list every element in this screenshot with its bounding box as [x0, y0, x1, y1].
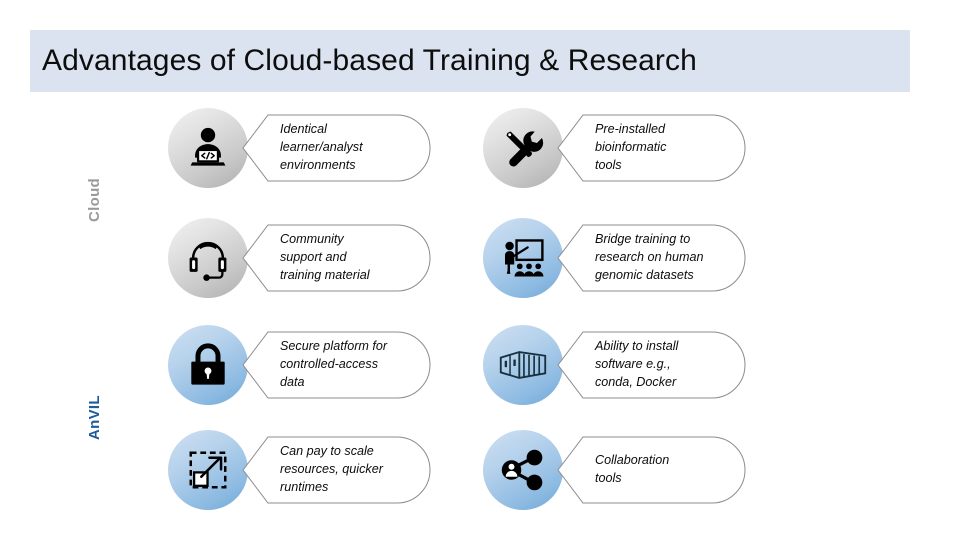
callout-line: Pre-installed	[595, 122, 665, 137]
callout-bubble-shape	[242, 436, 431, 504]
callout-line: conda, Docker	[595, 374, 677, 389]
callout-line: resources, quicker	[280, 462, 383, 477]
share-network-collaboration-icon	[501, 449, 543, 491]
callout-line: support and	[280, 250, 347, 265]
icon-circle-collaboration-tools	[483, 430, 563, 510]
callout-line: tools	[595, 471, 622, 485]
callout-secure-platform: Secure platform for controlled-access da…	[242, 328, 434, 402]
callout-pay-to-scale: Can pay to scale resources, quicker runt…	[242, 433, 434, 507]
icon-circle-install-software	[483, 325, 563, 405]
callout-line: tools	[595, 157, 622, 172]
callout-text-secure-platform: Secure platform for controlled-access da…	[280, 328, 426, 402]
callout-line: training material	[280, 267, 370, 282]
callout-line: learner/analyst	[280, 140, 363, 155]
callout-line: Bridge training to	[595, 232, 691, 247]
callout-text-bridge-training-research: Bridge training to research on human gen…	[595, 221, 741, 295]
callout-line: Community	[280, 232, 344, 247]
callout-bubble-shape	[557, 436, 746, 504]
callout-pre-installed-tools: Pre-installed bioinformatic tools	[557, 111, 749, 185]
wrench-screwdriver-tools-icon	[506, 131, 544, 167]
callout-line: Identical	[280, 122, 327, 137]
callout-line: Can pay to scale	[280, 444, 374, 459]
slide-title-banner: Advantages of Cloud-based Training & Res…	[30, 30, 910, 92]
callout-bubble-shape	[242, 331, 431, 399]
callout-text-collaboration-tools: Collaboration tools	[595, 433, 741, 507]
callout-bubble-shape	[242, 224, 431, 292]
callout-line: runtimes	[280, 479, 329, 494]
callout-line: data	[280, 374, 305, 389]
padlock-icon	[191, 343, 225, 385]
callout-line: Ability to install	[595, 339, 679, 354]
callout-text-install-software: Ability to install software e.g., conda,…	[595, 328, 741, 402]
callout-bridge-training-research: Bridge training to research on human gen…	[557, 221, 749, 295]
callout-identical-environments: Identical learner/analyst environments	[242, 111, 434, 185]
callout-line: genomic datasets	[595, 267, 694, 282]
callout-text-pay-to-scale: Can pay to scale resources, quicker runt…	[280, 433, 426, 507]
icon-circle-community-support	[168, 218, 248, 298]
callout-bubble-shape	[557, 114, 746, 182]
icon-circle-bridge-training-research	[483, 218, 563, 298]
callout-bubble-shape	[557, 331, 746, 399]
icon-circle-secure-platform	[168, 325, 248, 405]
shipping-container-icon	[499, 351, 547, 379]
callout-line: bioinformatic	[595, 140, 667, 155]
callout-line: Secure platform for	[280, 339, 388, 354]
callout-bubble-shape	[557, 224, 746, 292]
scale-resize-arrow-icon	[189, 451, 227, 489]
headset-support-icon	[189, 241, 227, 281]
callout-line: research on human	[595, 250, 704, 265]
callout-text-community-support: Community support and training material	[280, 221, 426, 295]
page-title: Advantages of Cloud-based Training & Res…	[42, 44, 697, 77]
callout-text-identical-environments: Identical learner/analyst environments	[280, 111, 426, 185]
callout-bubble-shape	[242, 114, 431, 182]
callout-text-pre-installed-tools: Pre-installed bioinformatic tools	[595, 111, 741, 185]
icon-circle-identical-environments	[168, 108, 248, 188]
person-at-laptop-code-icon	[190, 127, 226, 166]
callout-collaboration-tools: Collaboration tools	[557, 433, 749, 507]
icon-circle-pre-installed-tools	[483, 108, 563, 188]
callout-community-support: Community support and training material	[242, 221, 434, 295]
group-label-cloud: Cloud	[86, 178, 103, 222]
callout-line: software e.g.,	[595, 357, 671, 372]
group-label-anvil: AnVIL	[86, 395, 103, 441]
instructor-whiteboard-classroom-icon	[505, 239, 544, 277]
callout-line: controlled-access	[280, 357, 378, 372]
callout-line: environments	[280, 157, 356, 172]
callout-line: Collaboration	[595, 453, 670, 468]
icon-circle-pay-to-scale	[168, 430, 248, 510]
callout-install-software: Ability to install software e.g., conda,…	[557, 328, 749, 402]
